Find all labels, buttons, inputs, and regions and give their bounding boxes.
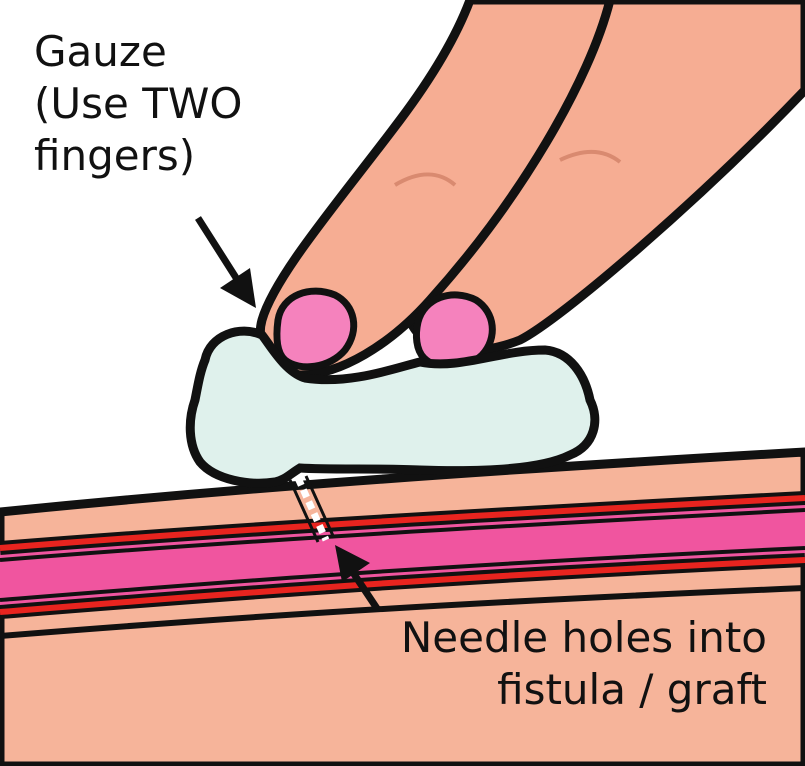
- gauze-label-line-3: fingers): [34, 131, 196, 180]
- gauze-label-line-1: Gauze: [34, 27, 167, 76]
- fingers: [255, 0, 805, 380]
- needle-holes-label: Needle holes into fistula / graft: [401, 612, 767, 716]
- gauze-label: Gauze (Use TWO fingers): [34, 26, 242, 182]
- arrow-needle-holes: [335, 545, 381, 612]
- needle-label-line-1: Needle holes into: [400, 613, 767, 662]
- fingernail-left: [273, 287, 358, 371]
- gauze-pad: [185, 326, 600, 488]
- needle-hole-track: [294, 476, 330, 542]
- needle-label-line-2: fistula / graft: [497, 665, 767, 714]
- gauze-label-line-2: (Use TWO: [34, 79, 243, 128]
- arrow-gauze: [195, 216, 256, 308]
